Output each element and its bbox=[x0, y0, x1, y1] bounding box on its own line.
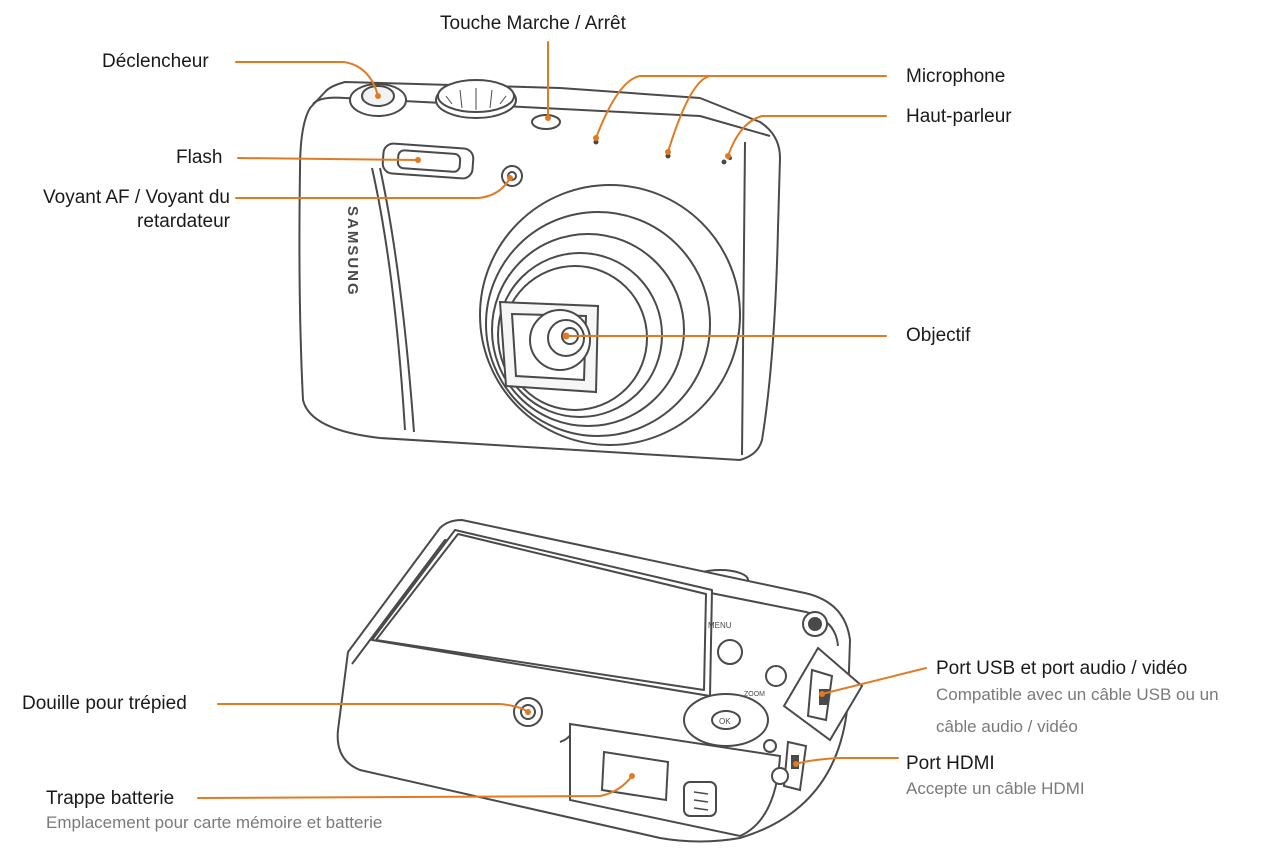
callout-battery bbox=[197, 775, 633, 799]
desc-battery-door: Emplacement pour carte mémoire et batter… bbox=[46, 813, 383, 832]
callout-speaker bbox=[727, 115, 887, 157]
shutter-and-mode-dial bbox=[349, 79, 561, 130]
front-lens bbox=[479, 184, 741, 446]
desc-usb-port-line2: câble audio / vidéo bbox=[936, 717, 1078, 736]
label-lens: Objectif bbox=[906, 325, 971, 346]
callout-flash bbox=[237, 157, 419, 161]
callout-shutter bbox=[235, 61, 379, 97]
label-af-lamp-line1: Voyant AF / Voyant du bbox=[43, 187, 230, 208]
desc-hdmi-port: Accepte un câble HDMI bbox=[906, 779, 1085, 798]
ok-button-text: OK bbox=[719, 717, 731, 726]
desc-usb-port-line1: Compatible avec un câble USB ou un bbox=[936, 685, 1219, 704]
callout-af bbox=[235, 177, 511, 199]
label-power-button: Touche Marche / Arrêt bbox=[440, 13, 626, 34]
callout-usb bbox=[821, 667, 927, 695]
label-battery-door: Trappe batterie bbox=[46, 788, 175, 809]
label-tripod-socket: Douille pour trépied bbox=[22, 693, 187, 714]
callout-dots bbox=[375, 93, 825, 779]
label-af-lamp-line2: retardateur bbox=[137, 211, 230, 232]
label-shutter: Déclencheur bbox=[102, 51, 209, 72]
label-microphone: Microphone bbox=[906, 66, 1006, 87]
label-usb-port: Port USB et port audio / vidéo bbox=[936, 658, 1188, 679]
callout-microphone-2 bbox=[595, 75, 711, 139]
menu-button-text: MENU bbox=[708, 621, 732, 630]
label-hdmi-port: Port HDMI bbox=[906, 753, 995, 774]
zoom-text: ZOOM bbox=[744, 691, 765, 698]
label-flash: Flash bbox=[176, 147, 223, 168]
brand-logo-text: SAMSUNG bbox=[344, 206, 361, 297]
label-speaker: Haut-parleur bbox=[906, 106, 1012, 127]
